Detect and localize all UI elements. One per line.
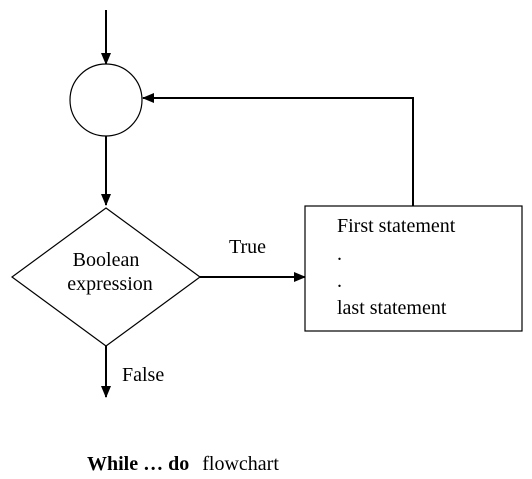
false-label: False — [122, 364, 164, 386]
caption: While … do flowchart — [87, 453, 279, 475]
body-dot-1: . — [337, 243, 342, 265]
loop-back-arrow — [142, 93, 414, 206]
decision-label-line1: Boolean — [73, 249, 140, 271]
body-dot-2: . — [337, 270, 342, 292]
true-label: True — [229, 236, 266, 258]
caption-normal: flowchart — [202, 453, 279, 475]
loop-body-box — [304, 205, 523, 332]
body-last-statement: last statement — [337, 297, 447, 319]
junction-circle — [69, 63, 143, 137]
decision-label-line2: expression — [67, 273, 153, 295]
body-first-statement: First statement — [337, 215, 456, 237]
caption-bold: While … do — [87, 453, 189, 475]
